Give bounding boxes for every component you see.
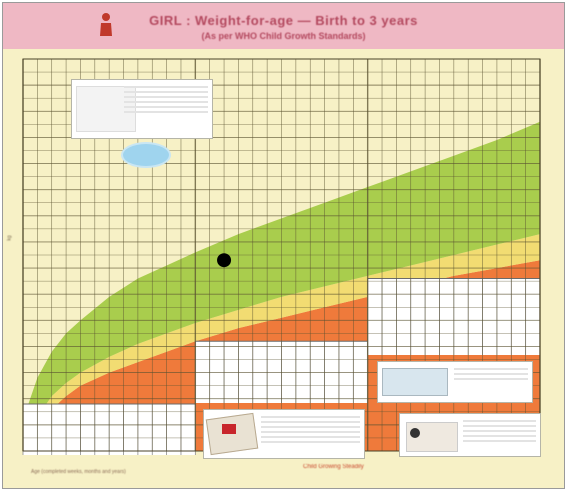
moderate-band: [23, 234, 540, 446]
x-axis-footnote: Age (completed weeks, months and years): [31, 469, 126, 475]
sitting-baby-info-box: [399, 413, 541, 457]
chart-title: GIRL : Weight-for-age — Birth to 3 years: [149, 13, 418, 28]
y-axis-label: kg: [6, 235, 13, 241]
starburst-badge-icon: [123, 144, 169, 166]
legend-box: [71, 79, 213, 139]
breastfeeding-info-box: [203, 409, 365, 459]
chart-header: GIRL : Weight-for-age — Birth to 3 years…: [3, 3, 564, 49]
data-point-marker: [217, 253, 232, 268]
chart-subtitle: (As per WHO Child Growth Standards): [201, 31, 366, 41]
status-footnote: Child Growing Steadily: [303, 464, 364, 470]
girl-figure-icon: [100, 13, 112, 36]
growth-chart: [22, 58, 541, 455]
marker-layer: [217, 253, 232, 268]
lying-baby-info-box: [377, 361, 533, 403]
chart-grid: [22, 58, 541, 452]
